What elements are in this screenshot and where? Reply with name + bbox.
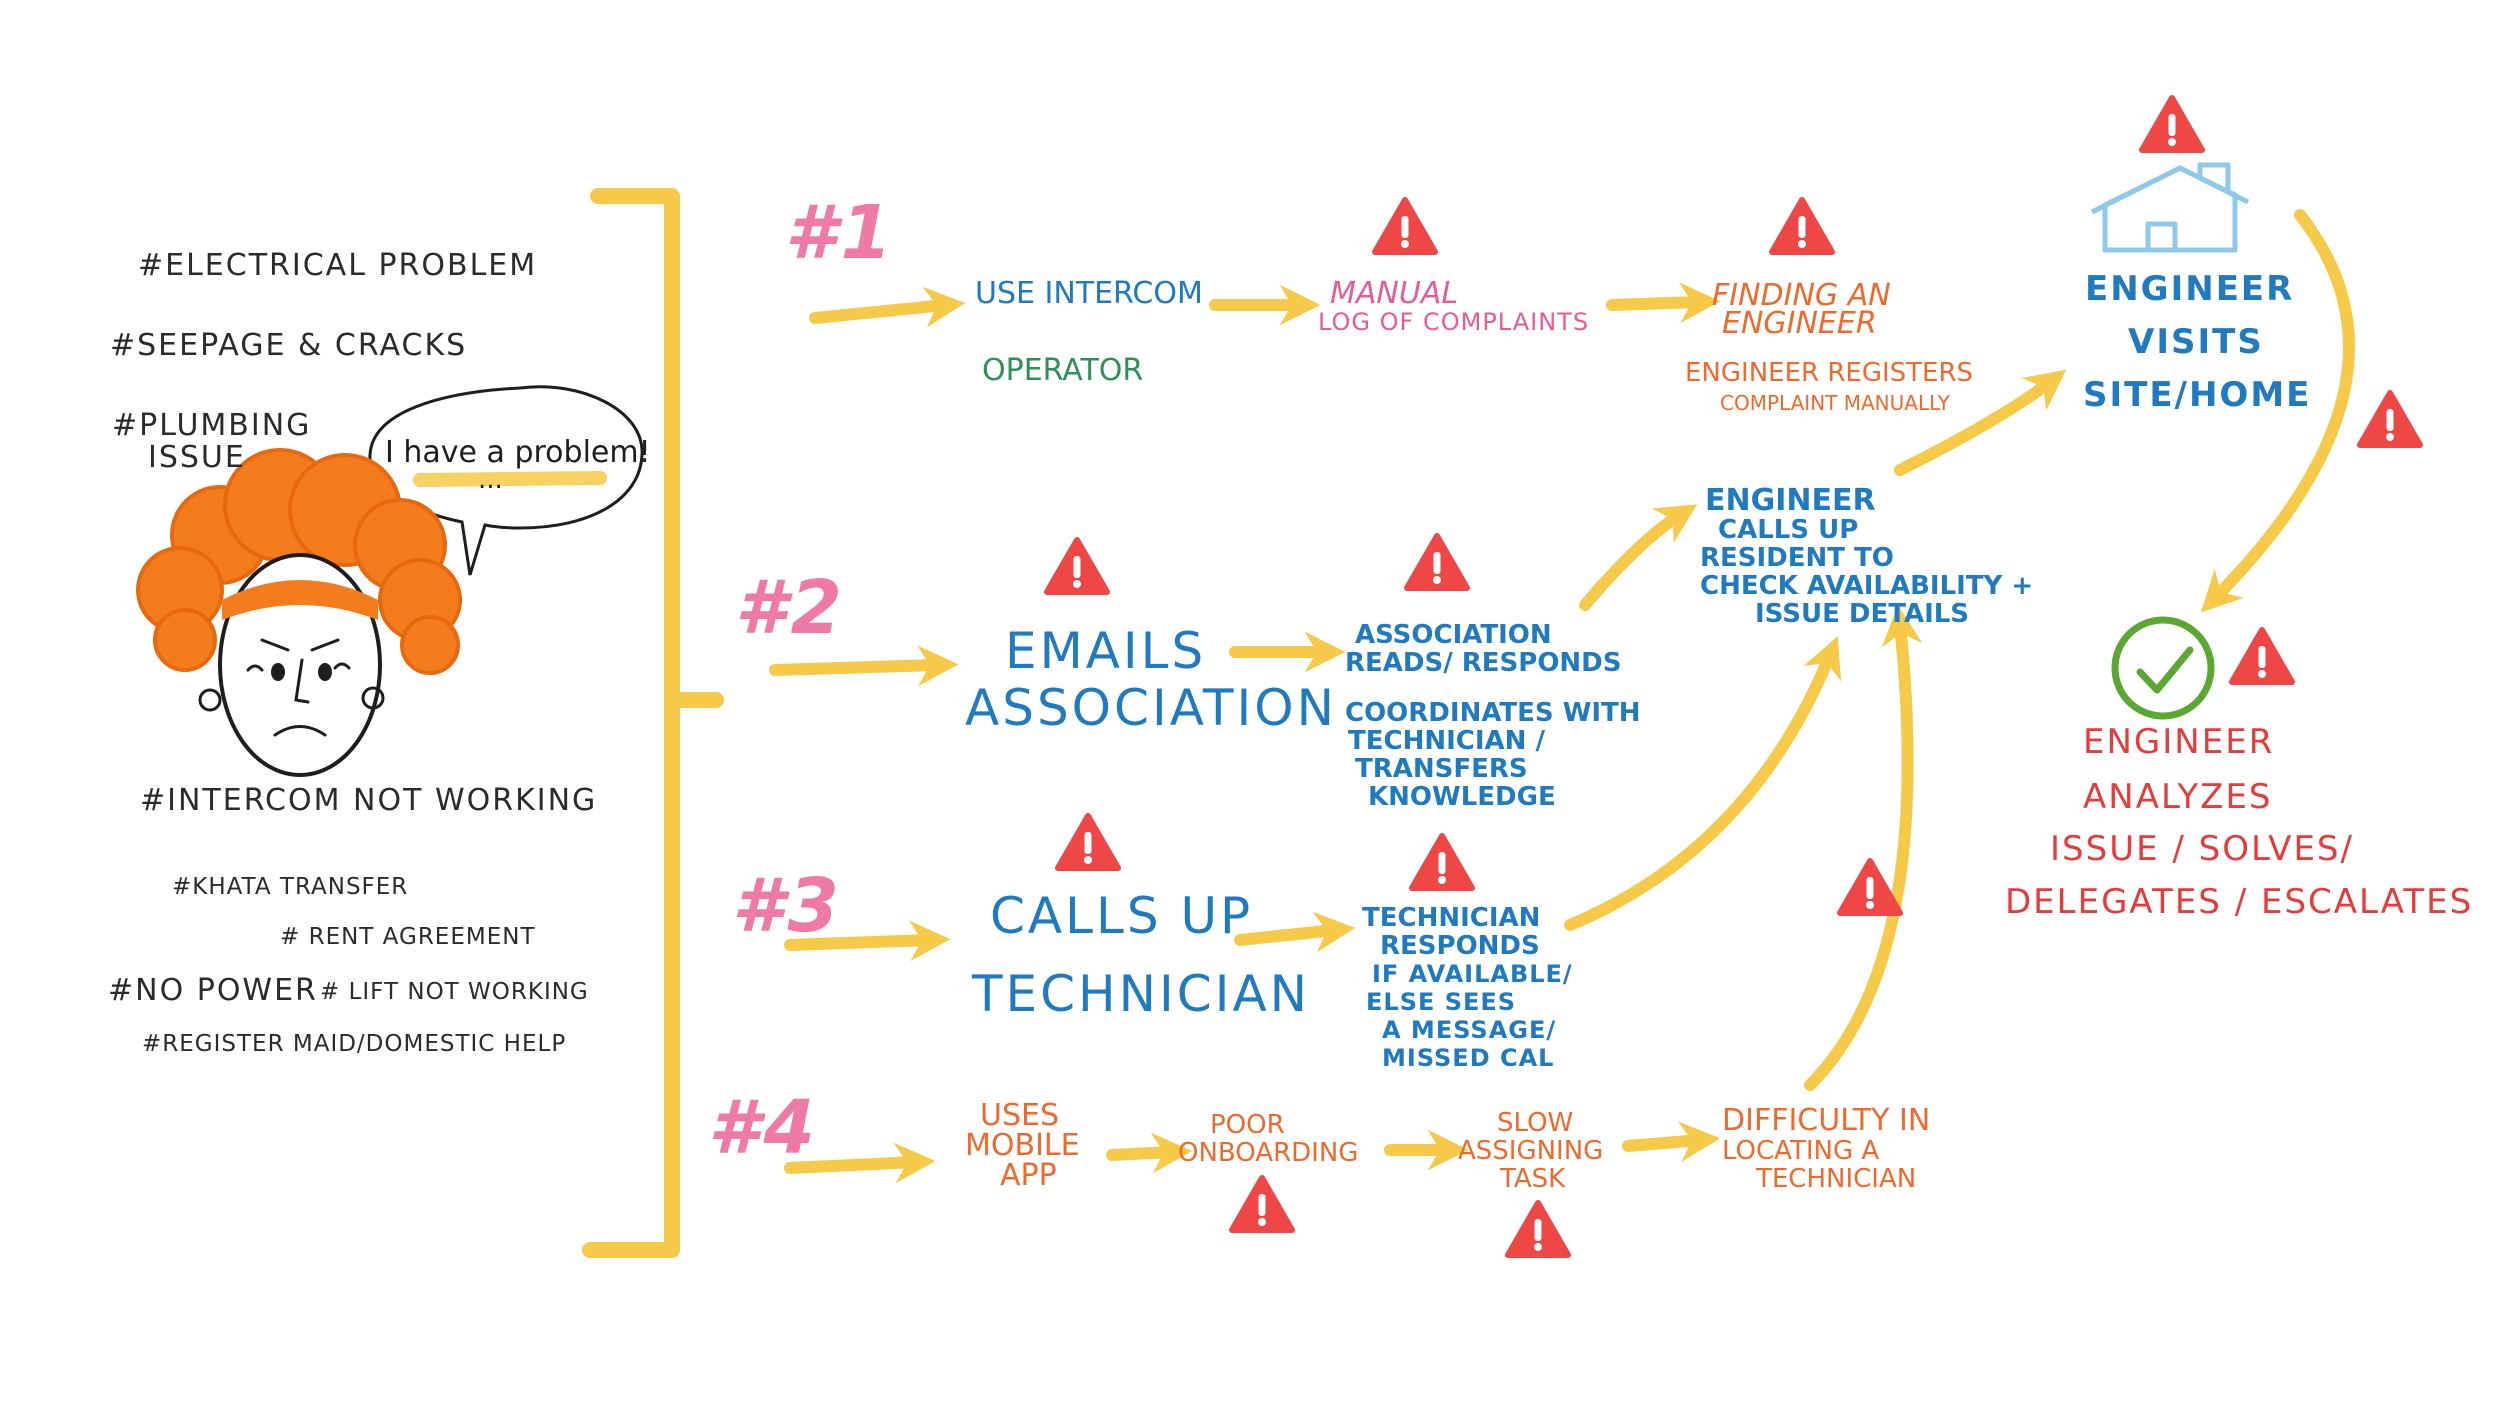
flow3-resp-line2: RESPONDS [1380,931,1540,961]
flow1-finding-line1: FINDING AN [1712,278,1891,313]
flow4-slow-line1: SLOW [1497,1108,1574,1138]
speech-bubble-text: I have a problem! [385,435,651,470]
flow3-calls-line1: CALLS UP [990,887,1254,945]
flow4-diff-line3: TECHNICIAN [1756,1164,1917,1194]
flow1-registers-line1: ENGINEER REGISTERS [1685,358,1974,388]
flow1-manual-line1: MANUAL [1330,276,1459,311]
warning-icon [1232,1178,1292,1230]
step-label-1: #1 [785,190,896,276]
engineer-calls-line4: CHECK AVAILABILITY + [1700,571,2034,601]
flow4-slow-line3: TASK [1500,1164,1566,1194]
flow3-resp-line4: ELSE SEES [1366,988,1517,1016]
flow3-resp-line6: MISSED CAL [1382,1044,1555,1072]
arrow-step2 [769,645,959,687]
warning-icon [1058,816,1118,868]
flow1-manual-line2: LOG OF COMPLAINTS [1318,308,1590,336]
flow2-reads-line1: ASSOCIATION [1355,620,1552,650]
warning-icon [2360,393,2420,445]
flow3-resp-line1: TECHNICIAN [1362,903,1541,933]
flow4-uses-line3: APP [1000,1158,1057,1193]
flow4-uses-line2: MOBILE [965,1128,1080,1163]
arrow-difficulty-calls [1804,604,1923,1091]
arrow-app-poor [1106,1132,1193,1174]
warning-icon [1407,536,1467,588]
outcome-line2: ANALYZES [2083,777,2273,817]
flow4-diff-line1: DIFFICULTY IN [1722,1103,1931,1138]
arrow-manual-finding [1606,282,1721,324]
flow4-slow-line2: ASSIGNING [1458,1136,1604,1166]
flow1-registers-line2: COMPLAINT MANUALLY [1720,391,1950,415]
engineer-calls-line2: CALLS UP [1718,515,1859,545]
topic-lift: # LIFT NOT WORKING [320,979,589,1005]
topic-maid: #REGISTER MAID/DOMESTIC HELP [142,1031,567,1057]
flow4-uses-line1: USES [980,1098,1059,1133]
outcome-line4: DELEGATES / ESCALATES [2005,882,2474,922]
arrow-step4 [784,1142,936,1184]
warning-icon [1412,836,1472,888]
engineer-visits-line3: SITE/HOME [2083,375,2312,415]
flow4-poor-line1: POOR [1210,1110,1285,1140]
flow1-finding-line2: ENGINEER [1722,306,1877,341]
topic-electrical: #ELECTRICAL PROBLEM [138,248,538,283]
topic-rent: # RENT AGREEMENT [280,924,536,950]
topic-plumbing-line2: ISSUE [148,440,246,475]
engineer-visits-line1: ENGINEER [2085,269,2295,309]
arrow-reads-calls [1579,504,1698,611]
outcome-line1: ENGINEER [2083,722,2275,762]
warning-icon [2142,98,2202,150]
arrow-responds-calls [1564,636,1842,931]
arrow-step3 [784,920,951,962]
topic-plumbing-line1: #PLUMBING [112,408,312,443]
outcome-line3: ISSUE / SOLVES/ [2050,829,2354,869]
flow3-resp-line3: IF AVAILABLE/ [1372,960,1573,988]
topic-intercom: #INTERCOM NOT WORKING [140,783,598,818]
flow2-reads-line2: READS/ RESPONDS [1345,648,1622,678]
topic-khata: #KHATA TRANSFER [172,874,409,900]
step-label-2: #2 [735,565,846,651]
flow3-calls-line2: TECHNICIAN [972,965,1311,1023]
warning-icon [1508,1203,1568,1255]
arrow-visits-outcome [2200,209,2355,613]
step-label-4: #4 [708,1085,819,1171]
arrow-step1 [809,286,966,328]
grouping-bracket [582,188,724,1258]
arrow-slow-difficulty [1622,1121,1721,1163]
house-icon [2090,162,2250,253]
flow1-use-intercom: USE INTERCOM [975,276,1203,311]
warning-icon [1772,200,1832,252]
flow3-resp-line5: A MESSAGE/ [1382,1016,1557,1044]
worried-person-illustration [136,448,462,777]
arrow-calls-responds [1234,911,1356,953]
warning-icon [2232,630,2292,682]
flow2-coord-line4: KNOWLEDGE [1368,782,1556,812]
flow2-coord-line2: TECHNICIAN / [1348,726,1545,756]
engineer-visits-line2: VISITS [2128,322,2264,362]
flow2-coord-line1: COORDINATES WITH [1345,698,1641,728]
warning-icon [1840,861,1900,913]
bubble-highlight [413,471,607,487]
speech-bubble-trail: ... [478,465,503,495]
check-circle-icon [2111,616,2215,720]
flow1-operator: OPERATOR [982,353,1144,388]
engineer-calls-line5: ISSUE DETAILS [1755,599,1970,629]
flow2-emails-line1: EMAILS [1005,622,1207,680]
flow2-coord-line3: TRANSFERS [1355,754,1528,784]
flow4-poor-line2: ONBOARDING [1178,1138,1359,1168]
engineer-calls-line1: ENGINEER [1705,483,1876,518]
topic-seepage: #SEEPAGE & CRACKS [110,328,468,363]
warning-icon [1375,200,1435,252]
topic-power: #NO POWER [108,973,318,1008]
flow4-diff-line2: LOCATING A [1722,1136,1880,1166]
warning-icon [1047,540,1107,592]
arrow-registers-visits [1894,369,2067,476]
step-label-3: #3 [732,863,843,949]
flow2-emails-line2: ASSOCIATION [965,679,1338,737]
engineer-calls-line3: RESIDENT TO [1700,543,1894,573]
